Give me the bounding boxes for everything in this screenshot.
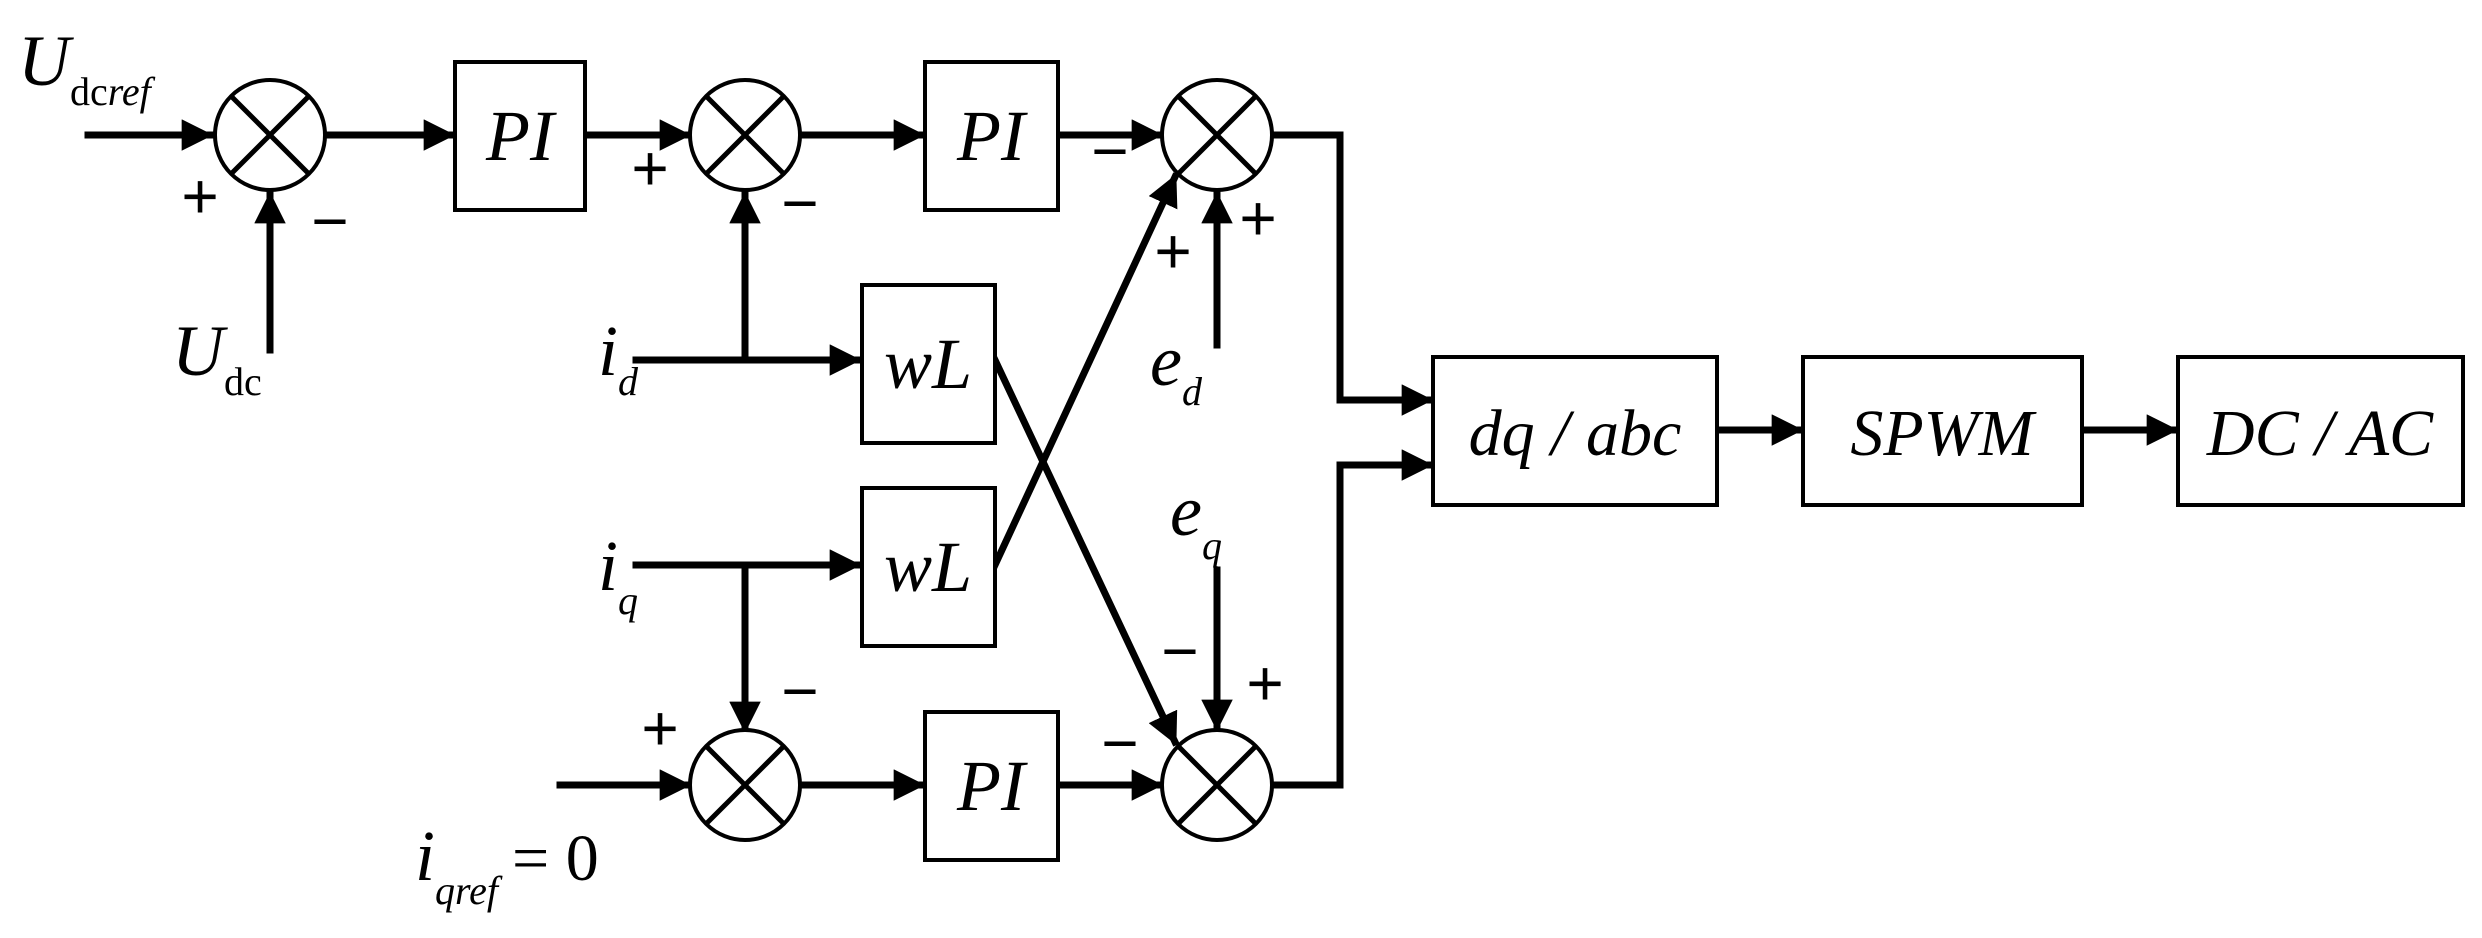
dc-ac-block: DC / AC (2176, 355, 2465, 507)
iqref-label: iqref= 0 (415, 816, 599, 913)
sum-junction-2 (688, 78, 802, 192)
pi-block-voltage: PI (453, 60, 587, 212)
sum5-minus-sign: − (1101, 707, 1138, 779)
wl-block-q: wL (860, 486, 997, 648)
id-label: id (598, 311, 639, 404)
sum2-plus-sign: + (631, 132, 668, 204)
sum2-minus-sign: − (781, 167, 818, 239)
sum1-minus-sign: − (311, 185, 348, 257)
ed-label: ed (1150, 321, 1203, 414)
dq-abc-block: dq / abc (1431, 355, 1719, 507)
dc-ac-label: DC / AC (2206, 397, 2434, 470)
udc-label: Udc (172, 311, 262, 404)
sum-junction-3 (1160, 78, 1274, 192)
spwm-block: SPWM (1801, 355, 2084, 507)
sum-junction-4 (688, 728, 802, 842)
sum-junction-5 (1160, 728, 1274, 842)
sum4-minus-sign: − (781, 655, 818, 727)
wl-q-label: wL (884, 527, 972, 607)
pi-voltage-label: PI (485, 96, 557, 176)
sum1-plus-sign: + (181, 160, 218, 232)
iq-label: iq (598, 526, 638, 623)
sum5-plus-sign: + (1246, 647, 1283, 719)
udcref-label: Udcref (18, 21, 156, 114)
wl-block-d: wL (860, 283, 997, 445)
wire-wld-sum5 (990, 355, 1180, 747)
spwm-label: SPWM (1850, 397, 2037, 470)
pi-d-current-label: PI (956, 96, 1028, 176)
sum3-plus-cross-sign: + (1154, 215, 1191, 287)
pi-block-d-current: PI (923, 60, 1060, 212)
dq-abc-label: dq / abc (1469, 397, 1682, 470)
pi-block-q-current: PI (923, 710, 1060, 862)
sum3-minus-sign: − (1091, 115, 1128, 187)
sum4-plus-sign: + (641, 692, 678, 764)
wire-sum5-dqabc (1269, 449, 1434, 789)
eq-label: eq (1170, 471, 1222, 568)
wl-d-label: wL (884, 324, 972, 404)
sum5-minus-eq-sign: − (1161, 615, 1198, 687)
wire-wlq-sum3 (990, 172, 1180, 570)
sum3-plus-ed-sign: + (1239, 182, 1276, 254)
pi-q-current-label: PI (956, 746, 1028, 826)
sum-junction-1 (213, 78, 327, 192)
wire-sum3-dqabc (1269, 131, 1434, 416)
